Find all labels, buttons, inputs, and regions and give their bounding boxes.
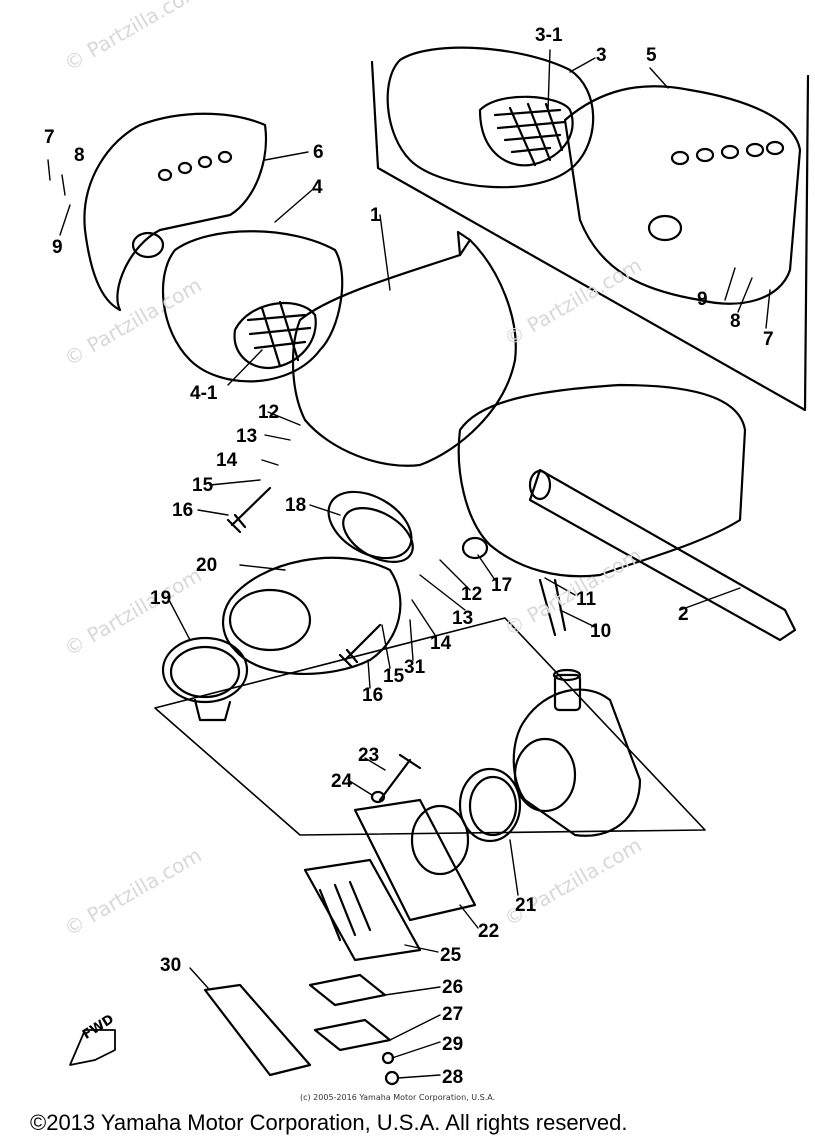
callout-13-lower: 13 [452, 608, 474, 629]
callout-21: 21 [515, 895, 537, 916]
callout-7-right: 7 [763, 329, 774, 350]
reed-26 [308, 973, 387, 1007]
bolt-16-lower [338, 623, 382, 669]
callout-11: 11 [576, 589, 597, 610]
callout-15: 15 [192, 475, 214, 496]
washer-28 [384, 1070, 400, 1086]
callout-30: 30 [160, 955, 182, 976]
callout-16-lower: 16 [362, 685, 384, 706]
callout-10: 10 [590, 621, 612, 642]
callout-14-lower: 14 [430, 633, 452, 654]
callout-4: 4 [312, 177, 323, 198]
callout-13: 13 [236, 426, 258, 447]
bolt-16-upper [226, 486, 272, 534]
callout-16: 16 [172, 500, 194, 521]
callout-14: 14 [216, 450, 238, 471]
callout-20: 20 [196, 555, 218, 576]
callout-3: 3 [596, 45, 607, 66]
manifold-22 [353, 798, 477, 922]
callout-31: 31 [404, 657, 426, 678]
clamp-21 [458, 767, 522, 843]
callout-8: 8 [74, 145, 85, 166]
callout-5: 5 [646, 45, 657, 66]
callout-7: 7 [44, 127, 55, 148]
air-box-1 [291, 230, 517, 467]
callout-3-1: 3-1 [535, 25, 563, 46]
callout-26: 26 [442, 977, 464, 998]
grommet-17 [461, 536, 489, 560]
callout-12: 12 [258, 402, 280, 423]
callout-17: 17 [491, 575, 513, 596]
callout-18: 18 [285, 495, 307, 516]
fwd-arrow [69, 1029, 116, 1066]
pipe-10 [538, 578, 567, 637]
callout-27: 27 [442, 1004, 464, 1025]
copyright-notice: ©2013 Yamaha Motor Corporation, U.S.A. A… [30, 1110, 628, 1135]
cover-6 [83, 112, 267, 312]
callout-15-lower: 15 [383, 666, 405, 687]
callout-29: 29 [442, 1034, 464, 1055]
callout-22: 22 [478, 921, 500, 942]
clamp-19 [161, 636, 249, 722]
callout-25: 25 [440, 945, 462, 966]
callout-2: 2 [678, 604, 689, 625]
callout-24: 24 [331, 771, 353, 792]
filter-element-3 [386, 46, 595, 189]
callout-9: 9 [52, 237, 63, 258]
callout-19: 19 [150, 588, 172, 609]
cleaner-group-outline [370, 60, 810, 412]
callout-12-lower: 12 [461, 584, 483, 605]
carburetor [512, 668, 642, 837]
reed-valve-25 [303, 858, 422, 962]
reed-27 [313, 1018, 392, 1052]
clamp-18 [327, 490, 414, 564]
gasket-30 [203, 983, 312, 1077]
washer-24 [370, 790, 386, 804]
callout-8-right: 8 [730, 311, 741, 332]
callout-23: 23 [358, 745, 380, 766]
bolt-23 [378, 753, 422, 802]
callout-28: 28 [442, 1067, 464, 1088]
joint-20 [222, 556, 402, 676]
source-note: (c) 2005-2016 Yamaha Motor Corporation, … [300, 1093, 496, 1102]
callout-6: 6 [313, 142, 324, 163]
carb-group-outline [154, 617, 706, 836]
cover-5 [563, 85, 802, 305]
callout-1: 1 [370, 205, 381, 226]
callout-9-right: 9 [697, 289, 708, 310]
callout-4-1: 4-1 [190, 383, 218, 404]
air-box-tray-2 [457, 383, 797, 642]
filter-element-4 [161, 230, 344, 383]
